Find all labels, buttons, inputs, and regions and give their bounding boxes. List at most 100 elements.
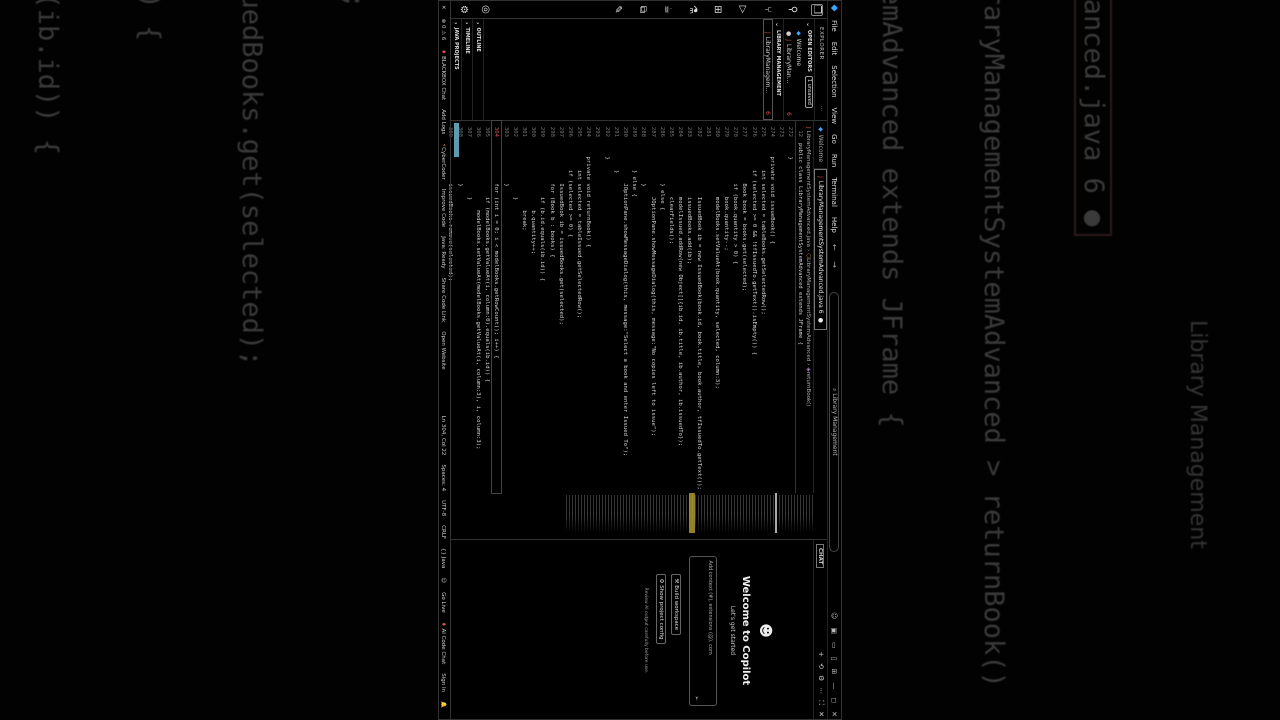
search-icon[interactable]: ⚲ — [787, 5, 798, 14]
sign-in[interactable]: Sign In — [440, 673, 447, 693]
improve-code[interactable]: Improve Code — [440, 188, 447, 228]
cursor-position[interactable]: Ln 304, Col 22 — [440, 415, 447, 456]
project-section[interactable]: ⌄ LIBRARY MANAGEMENT — [773, 19, 784, 120]
code-line[interactable]: 305 if (modelBooks.getValueAt(i, column:… — [483, 121, 492, 493]
show-project-config-button[interactable]: ⚙ Show project config — [656, 573, 666, 645]
customize-layout-icon[interactable]: ⊞ — [830, 668, 839, 675]
code-line[interactable]: 284 modelIssued.addRow(new Object[]{ib.i… — [676, 121, 685, 493]
menu-terminal[interactable]: Terminal — [830, 177, 839, 207]
project-java-file[interactable]: J LibraryManagem... 6 — [763, 19, 773, 120]
encoding[interactable]: UTF-8 — [440, 500, 447, 517]
more-icon[interactable]: ⋯ — [817, 687, 825, 695]
remote-icon[interactable]: ⧉ — [637, 5, 648, 14]
menu-help[interactable]: Help — [830, 216, 839, 233]
code-line[interactable]: 303 } — [501, 121, 510, 493]
more-actions-icon[interactable]: ··· — [818, 105, 824, 112]
minimize-icon[interactable]: — — [830, 682, 839, 690]
source-control-icon[interactable]: ⑂ — [762, 6, 773, 13]
code-line[interactable]: 300 b.quantity++; — [529, 121, 538, 493]
settings-gear-icon[interactable]: ⚙ — [817, 674, 825, 682]
layout-sidebar-icon[interactable]: ▣ — [830, 627, 839, 634]
code-line[interactable]: 276 if (selected >= 0 && !tfIssuedTo.get… — [749, 121, 758, 493]
minimap[interactable] — [483, 493, 813, 537]
scroll-thumb[interactable] — [454, 123, 459, 157]
code-line[interactable]: 277 Book book = books.get(selected); — [740, 121, 749, 493]
remote-indicator[interactable]: ✕ — [440, 5, 447, 10]
open-editor-java-file[interactable]: ● J LibraryMan... 6 — [784, 19, 794, 120]
code-line[interactable]: 273 — [777, 121, 786, 493]
ai-code-chat[interactable]: ♦ AI Code Chat — [440, 621, 447, 665]
copilot-status-icon[interactable]: ☺ — [440, 577, 447, 584]
account-icon[interactable]: ◎ — [480, 5, 491, 14]
extensions-icon[interactable]: ⊞ — [712, 5, 723, 14]
code-line[interactable]: 279 book.quantity--; — [722, 121, 731, 493]
breadcrumb-method[interactable]: returnBook() — [805, 371, 812, 407]
code-line[interactable]: 297 IssuedBook ib = issuedBooks.get(sele… — [556, 121, 565, 493]
code-line[interactable]: 283 issuedBooks.add(ib); — [685, 121, 694, 493]
code-line[interactable]: 298 for (Book b : books) { — [547, 121, 556, 493]
code-line[interactable]: 272 } — [786, 121, 795, 493]
layout-secondary-icon[interactable]: ▯ — [830, 656, 839, 661]
testing-icon[interactable]: ⚗ — [687, 5, 698, 14]
code-line[interactable]: 293 — [593, 121, 602, 493]
code-line[interactable]: 292 } — [602, 121, 611, 493]
language-mode[interactable]: {} Java — [440, 548, 447, 569]
code-line[interactable]: 285 clearFields(); — [666, 121, 675, 493]
code-line[interactable]: 281 — [703, 121, 712, 493]
sticky-scroll-header[interactable]: 12 public class LibraryManagementSystemA… — [795, 121, 804, 493]
code-line[interactable]: 294 private void returnBook() { — [584, 121, 593, 493]
outline-section[interactable]: › OUTLINE — [473, 19, 484, 120]
notifications-icon[interactable]: 🔔 — [440, 701, 447, 708]
horizontal-scrollbar[interactable] — [453, 121, 459, 493]
timeline-section[interactable]: › TIMELINE — [462, 19, 473, 120]
code-line[interactable]: 291 } — [611, 121, 620, 493]
maximize-panel-icon[interactable]: ⛶ — [817, 700, 825, 706]
java-status[interactable]: Java: Ready — [440, 236, 447, 269]
go-live[interactable]: Go Live — [440, 592, 447, 613]
code-line[interactable]: 289 } else { — [630, 121, 639, 493]
add-logs[interactable]: Add Logs — [440, 109, 447, 135]
settings-gear-icon[interactable]: ⚙ — [458, 5, 469, 14]
code-line[interactable]: 287 JOptionPane.showMessageDialog(this, … — [648, 121, 657, 493]
code-line[interactable]: 299 if (b.id.equals(ib.id)) { — [538, 121, 547, 493]
dirty-dot-icon[interactable]: ● — [817, 317, 824, 323]
code-line[interactable]: 304 for (int i = 0; i < modelBooks.getRo… — [491, 79, 502, 535]
line-ending[interactable]: CRLF — [440, 525, 447, 540]
menu-selection[interactable]: Selection — [830, 65, 839, 98]
code-line[interactable]: 307 } — [464, 121, 473, 493]
chat-tab[interactable]: CHAT — [816, 544, 825, 569]
new-chat-icon[interactable]: + — [817, 651, 825, 658]
breadcrumb-class[interactable]: LibraryManagementSystemAdvanced — [805, 258, 812, 362]
close-icon[interactable]: ✕ — [830, 711, 839, 717]
code-line[interactable]: 282 IssuedBook ib = new IssuedBook(book.… — [694, 121, 703, 493]
build-workspace-button[interactable]: ⚒ Build workspace — [671, 573, 681, 636]
command-center-search[interactable]: ⌕ Library Management — [829, 291, 840, 552]
close-panel-icon[interactable]: ✕ — [817, 711, 825, 717]
java-icon[interactable]: ☕ — [662, 5, 673, 14]
indentation[interactable]: Spaces: 4 — [440, 464, 447, 492]
maximize-icon[interactable]: ◻ — [830, 697, 839, 704]
java-projects-section[interactable]: › JAVA PROJECTS — [451, 19, 462, 120]
open-editor-welcome[interactable]: ◆ Welcome — [795, 31, 803, 67]
problems-indicator[interactable]: ⊗ 0 ⚠ 6 — [440, 18, 447, 41]
code-line[interactable]: 302 } — [510, 121, 519, 493]
run-debug-icon[interactable]: ▷ — [737, 5, 748, 14]
open-editors-section[interactable]: ⌄ OPEN EDITORS 1 unsaved — [804, 19, 815, 120]
code-line[interactable]: 306 modelBooks.setValueAt(modelBooks.get… — [473, 121, 482, 493]
breadcrumb-file[interactable]: LibraryManagementSystemAdvanced.java — [805, 130, 812, 248]
copilot-icon[interactable]: ☺ — [830, 612, 839, 620]
explorer-icon[interactable]: ❐ — [811, 3, 823, 16]
menu-view[interactable]: View — [830, 107, 839, 125]
code-line[interactable]: 275 int selected = tableBooks.getSelecte… — [758, 121, 767, 493]
menu-file[interactable]: File — [830, 20, 839, 32]
code-line[interactable]: 280 modelBooks.setValueAt(book.quantity,… — [712, 121, 721, 493]
code-line[interactable]: 296 if (selected >= 0) { — [565, 121, 574, 493]
minimap-viewport[interactable] — [689, 493, 695, 533]
docker-icon[interactable]: ✎ — [612, 5, 623, 14]
code-line[interactable]: 290 JOptionPane.showMessageDialog(this, … — [620, 121, 629, 493]
open-website[interactable]: Open Website — [440, 331, 447, 370]
chat-input[interactable]: Add context (#), extensions (@), com ➢ — [689, 555, 717, 706]
tab-welcome[interactable]: ◆ Welcome — [814, 121, 827, 170]
tab-java-file[interactable]: J LibraryManagementSystemAdvanced.java 6… — [814, 169, 827, 330]
